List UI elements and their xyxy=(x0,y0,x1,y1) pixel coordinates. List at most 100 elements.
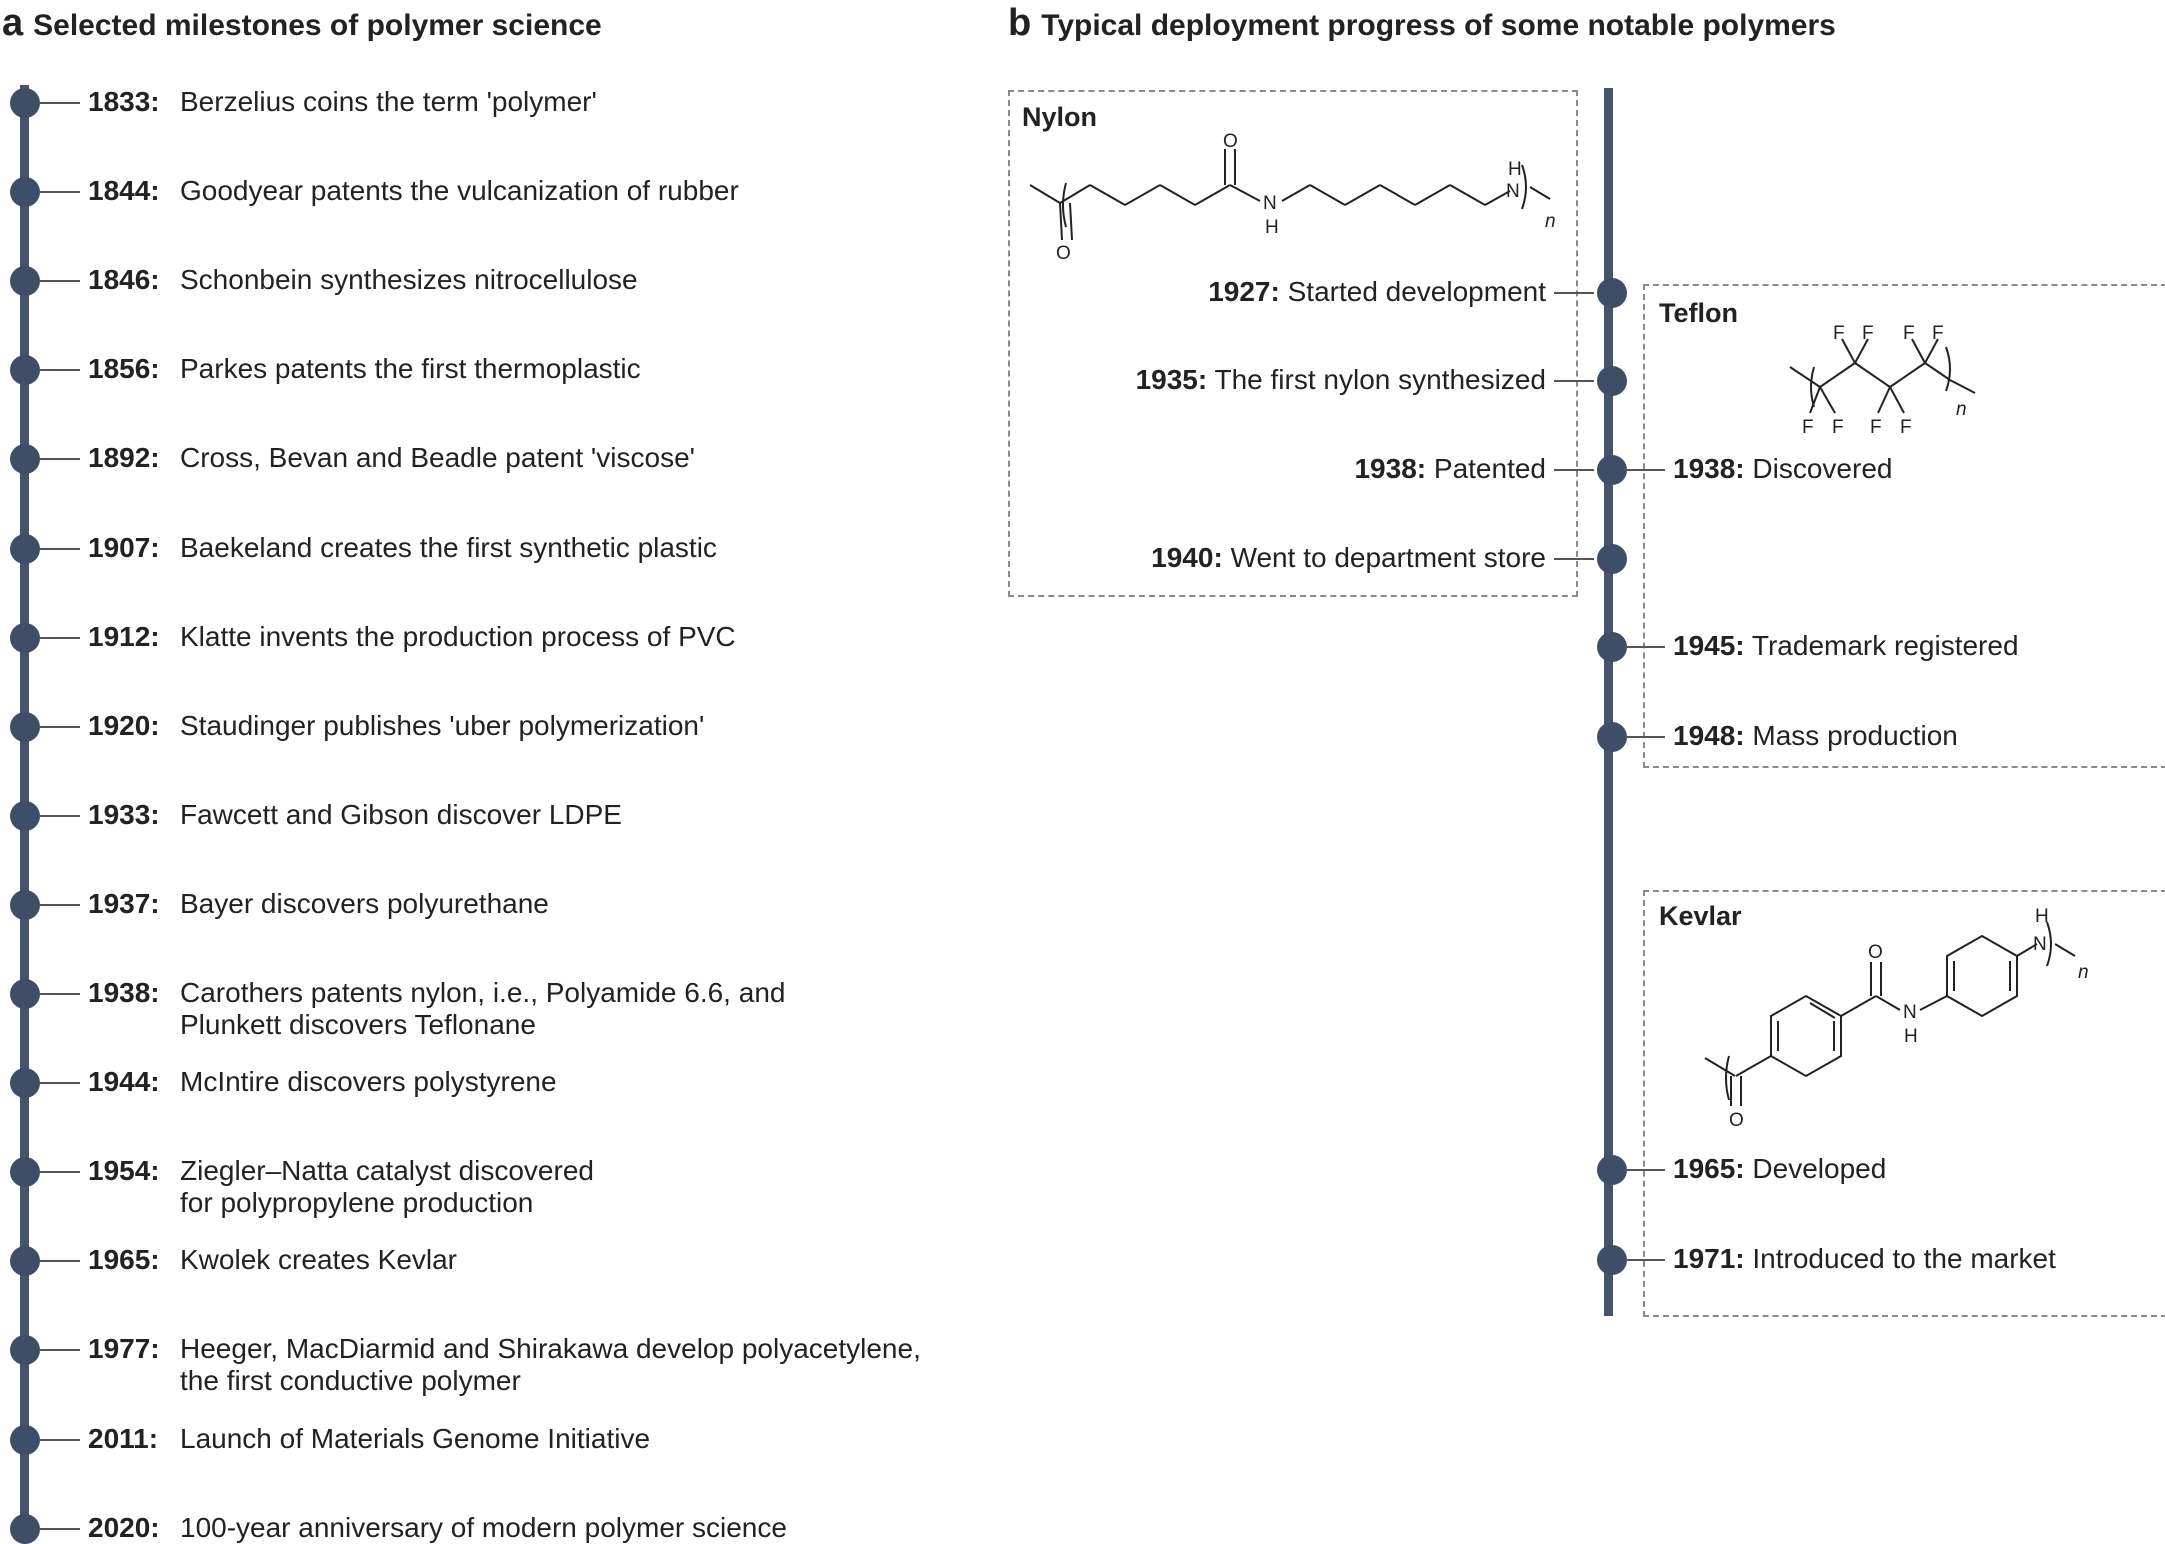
milestone-connector xyxy=(40,102,80,104)
panel-b-title: b Typical deployment progress of some not… xyxy=(1008,2,1836,45)
teflon-box xyxy=(1643,284,2165,768)
teflon-atom-f5: F xyxy=(1802,417,1814,438)
milestone-item: 1833: Berzelius coins the term 'polymer' xyxy=(88,86,597,118)
milestone-item: 1965: Kwolek creates Kevlar xyxy=(88,1244,457,1276)
nylon-atom-n1: N xyxy=(1263,193,1277,214)
deployment-dot xyxy=(1597,722,1627,752)
milestone-text: Baekeland creates the first synthetic pl… xyxy=(180,531,717,563)
milestone-connector xyxy=(40,993,80,995)
milestone-item: 1977:Heeger, MacDiarmid and Shirakawa de… xyxy=(88,1333,921,1397)
milestone-dot xyxy=(10,800,40,831)
kevlar-atom-o2: O xyxy=(1868,942,1883,963)
milestone-connector xyxy=(40,1349,80,1352)
milestone-year: 1844: xyxy=(88,175,160,207)
nylon-atom-h2: H xyxy=(1508,159,1522,180)
teflon-atom-f4: F xyxy=(1932,323,1944,344)
deployment-year: 1938: xyxy=(1673,453,1745,484)
milestone-year: 1912: xyxy=(88,620,160,652)
milestone-text: Staudinger publishes 'uber polymerizatio… xyxy=(180,709,705,741)
teflon-atom-f3: F xyxy=(1903,323,1915,344)
deployment-text: The first nylon synthesized xyxy=(1214,364,1547,395)
deployment-dot xyxy=(1597,455,1627,485)
deployment-connector xyxy=(1625,1259,1665,1261)
deployment-event: 1965: Developed xyxy=(1673,1153,1886,1185)
deployment-text: Patented xyxy=(1433,453,1546,484)
nylon-box xyxy=(1008,90,1578,597)
panel-b-heading: Typical deployment progress of some nota… xyxy=(1041,9,1836,42)
milestone-year: 1937: xyxy=(88,887,160,919)
milestone-item: 1856: Parkes patents the first thermoplas… xyxy=(88,353,641,385)
milestone-text: the first conductive polymer xyxy=(180,1365,521,1397)
milestone-dot xyxy=(10,355,40,386)
milestone-year: 2020: xyxy=(88,1511,160,1543)
deployment-text: Developed xyxy=(1752,1153,1887,1184)
kevlar-repeat-n: n xyxy=(2078,962,2089,983)
kevlar-atom-n1: N xyxy=(1903,1002,1917,1023)
milestone-year: 1954: xyxy=(88,1155,160,1187)
milestone-item: 1920: Staudinger publishes 'uber polymeri… xyxy=(88,710,704,742)
deployment-connector xyxy=(1625,646,1665,648)
milestone-connector xyxy=(40,814,80,817)
milestone-dot xyxy=(10,177,40,208)
teflon-atom-f7: F xyxy=(1870,417,1882,438)
milestone-year: 1920: xyxy=(88,709,160,741)
deployment-text: Introduced to the market xyxy=(1752,1243,2056,1274)
deployment-timeline-axis xyxy=(1604,88,1613,1316)
milestone-year: 1938: xyxy=(88,977,160,1008)
kevlar-atom-h1: H xyxy=(1904,1026,1918,1047)
milestone-text: Schonbein synthesizes nitrocellulose xyxy=(180,264,638,296)
deployment-text: Started development xyxy=(1287,276,1546,307)
milestone-item: 2020:100-year anniversary of modern poly… xyxy=(88,1512,787,1544)
deployment-connector xyxy=(1625,736,1665,738)
deployment-connector xyxy=(1554,558,1594,560)
deployment-year: 1945: xyxy=(1673,630,1745,661)
milestone-dot xyxy=(10,266,40,297)
nylon-event: 1935: The first nylon synthesized xyxy=(1136,364,1546,396)
nylon-atom-n2: N xyxy=(1506,181,1520,202)
teflon-repeat-n: n xyxy=(1956,399,1967,420)
milestone-year: 1846: xyxy=(88,264,160,296)
deployment-connector xyxy=(1554,469,1594,471)
milestone-year: 1944: xyxy=(88,1066,160,1098)
milestone-year: 1856: xyxy=(88,353,160,385)
milestone-connector xyxy=(40,547,80,550)
milestone-connector xyxy=(40,1260,80,1263)
nylon-atom-o2: O xyxy=(1223,131,1238,152)
nylon-event: 1940: Went to department store xyxy=(1151,542,1546,574)
milestone-text: Parkes patents the first thermoplastic xyxy=(180,353,641,385)
milestone-dot xyxy=(10,1335,40,1366)
milestone-text: Carothers patents nylon, i.e., Polyamide… xyxy=(180,977,786,1008)
milestone-connector xyxy=(40,1171,80,1174)
kevlar-atom-n2: N xyxy=(2033,934,2047,955)
deployment-dot xyxy=(1597,544,1627,574)
milestone-item: 1912:Klatte invents the production proce… xyxy=(88,621,736,653)
deployment-text: Mass production xyxy=(1752,720,1958,751)
teflon-atom-f1: F xyxy=(1833,323,1845,344)
milestone-text: Kwolek creates Kevlar xyxy=(180,1244,458,1276)
deployment-connector xyxy=(1554,380,1594,382)
milestone-year: 1965: xyxy=(88,1244,160,1276)
milestone-connector xyxy=(40,1438,80,1441)
milestone-item: 1937: Bayer discovers polyurethane xyxy=(88,888,549,920)
deployment-text: Discovered xyxy=(1752,453,1893,484)
milestone-year: 1833: xyxy=(88,86,160,117)
panel-b-letter: b xyxy=(1008,2,1032,44)
deployment-year: 1948: xyxy=(1673,720,1745,751)
deployment-text: Went to department store xyxy=(1230,542,1546,573)
nylon-repeat-n: n xyxy=(1545,211,1556,232)
milestone-connector xyxy=(40,458,80,461)
teflon-atom-f2: F xyxy=(1862,323,1874,344)
milestone-text: Heeger, MacDiarmid and Shirakawa develop… xyxy=(180,1333,921,1365)
milestone-dot xyxy=(10,444,40,475)
milestone-connector xyxy=(40,280,80,283)
milestone-text: Berzelius coins the term 'polymer' xyxy=(180,86,597,117)
milestone-text: Bayer discovers polyurethane xyxy=(180,887,549,919)
milestone-year: 1892: xyxy=(88,442,160,474)
deployment-event: 1971: Introduced to the market xyxy=(1673,1243,2056,1275)
milestone-text: Plunkett discovers Teflonane xyxy=(180,1009,536,1040)
milestone-text: Launch of Materials Genome Initiative xyxy=(180,1422,651,1454)
milestone-item: 1844:Goodyear patents the vulcanization … xyxy=(88,175,739,207)
nylon-label: Nylon xyxy=(1022,102,1098,132)
deployment-year: 1927: xyxy=(1208,276,1280,307)
